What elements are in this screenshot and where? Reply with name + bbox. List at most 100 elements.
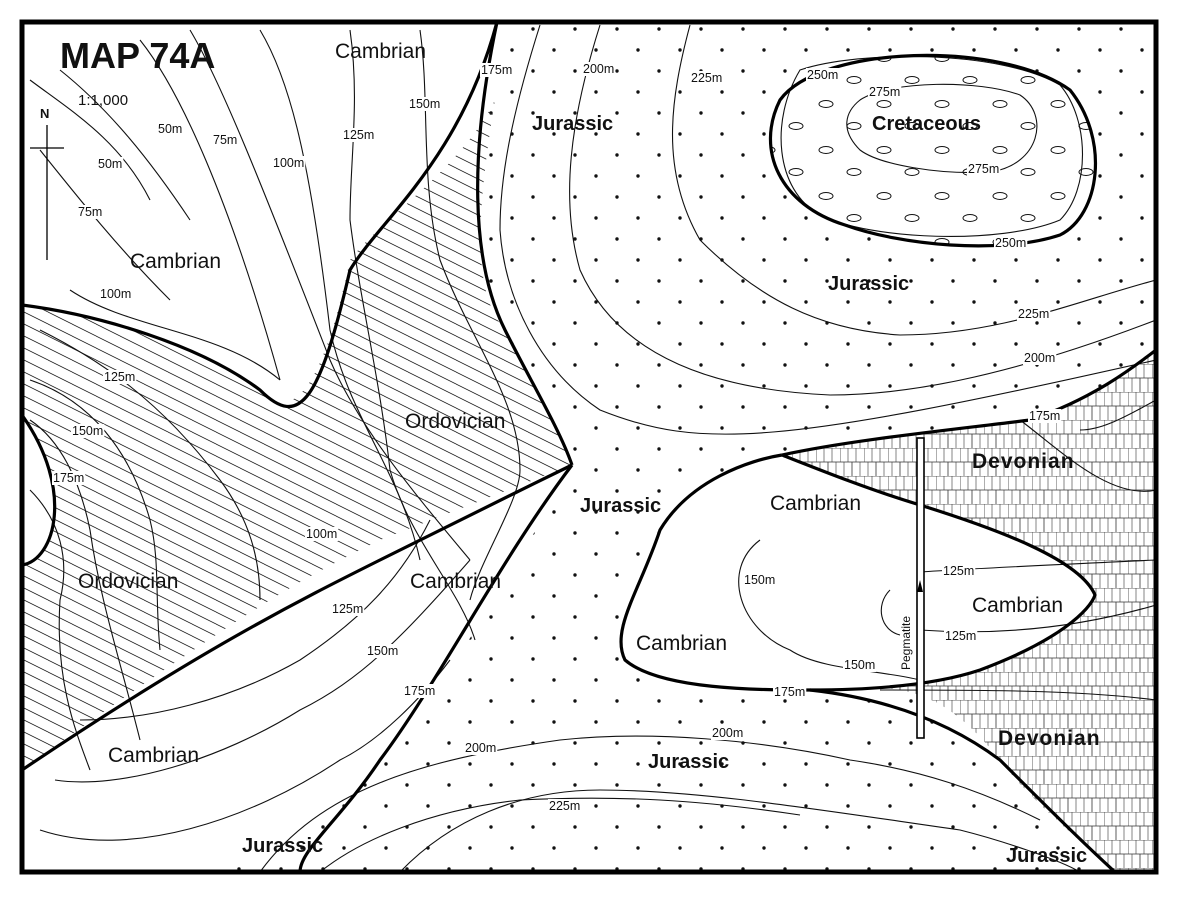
unit-label: Jurassic bbox=[242, 835, 323, 857]
contour-label: 250m bbox=[807, 68, 838, 82]
contour-lines bbox=[29, 24, 1156, 872]
contour-label-background bbox=[212, 133, 239, 147]
unit-label: Jurassic bbox=[580, 495, 661, 517]
contour-label: 125m bbox=[104, 370, 135, 384]
contour-label-background bbox=[366, 644, 400, 658]
contour-label: 150m bbox=[72, 424, 103, 438]
contour-label-background bbox=[103, 370, 137, 384]
contour-label-background bbox=[582, 62, 616, 76]
unit-label: Jurassic bbox=[828, 273, 909, 295]
contour-label-background bbox=[403, 684, 437, 698]
map-scale: 1:1,000 bbox=[78, 92, 128, 109]
contour-label: 175m bbox=[774, 685, 805, 699]
contour-label-background bbox=[408, 97, 442, 111]
contour-label-background bbox=[1023, 351, 1057, 365]
contour-label: 75m bbox=[78, 205, 102, 219]
contour-label-background bbox=[272, 156, 306, 170]
unit-label: Cambrian bbox=[410, 570, 501, 593]
contour-label-background bbox=[99, 287, 133, 301]
unit-label: Cambrian bbox=[636, 632, 727, 655]
contour-label: 175m bbox=[53, 471, 84, 485]
unit-label: Ordovician bbox=[405, 410, 505, 433]
contour-label-background bbox=[843, 658, 877, 672]
unit-label: Jurassic bbox=[1006, 845, 1087, 867]
pegmatite-label: Pegmatite bbox=[899, 616, 913, 670]
unit-label: Devonian bbox=[972, 450, 1075, 473]
contour-label-background bbox=[967, 162, 1001, 176]
contour-label: 200m bbox=[465, 741, 496, 755]
contour-label-background bbox=[342, 128, 376, 142]
contour-label-background bbox=[77, 205, 104, 219]
contour-label-background bbox=[994, 236, 1028, 250]
cambrian-left-core bbox=[22, 415, 55, 565]
unit-label: Jurassic bbox=[648, 751, 729, 773]
contour-label: 200m bbox=[712, 726, 743, 740]
contour-label-background bbox=[942, 564, 976, 578]
cretaceous-pebbles bbox=[770, 55, 1096, 246]
contour-label: 100m bbox=[100, 287, 131, 301]
contour-label-background bbox=[548, 799, 582, 813]
contour-label: 150m bbox=[744, 573, 775, 587]
contour-label: 225m bbox=[691, 71, 722, 85]
map-title: MAP 74A bbox=[60, 35, 215, 76]
contour-label-background bbox=[71, 424, 105, 438]
contour-label-background bbox=[1028, 409, 1062, 423]
north-arrow bbox=[30, 125, 64, 260]
unit-label: Cambrian bbox=[770, 492, 861, 515]
contour-label-background bbox=[464, 741, 498, 755]
contour-label-background bbox=[711, 726, 745, 740]
geological-boundaries bbox=[22, 22, 1156, 872]
contour-label-background bbox=[1017, 307, 1051, 321]
contour-label-background bbox=[944, 629, 978, 643]
contour-label: 250m bbox=[995, 236, 1026, 250]
unit-label: Cambrian bbox=[108, 744, 199, 767]
contour-label: 50m bbox=[158, 122, 182, 136]
north-arrow-label: N bbox=[40, 106, 49, 121]
unit-label: Cambrian bbox=[130, 250, 221, 273]
contour-label: 150m bbox=[844, 658, 875, 672]
contour-label: 150m bbox=[409, 97, 440, 111]
contour-label: 175m bbox=[404, 684, 435, 698]
contour-label: 175m bbox=[1029, 409, 1060, 423]
ordovician-area bbox=[22, 100, 572, 770]
unit-label: Cambrian bbox=[335, 40, 426, 63]
contour-label-background bbox=[331, 602, 365, 616]
map-frame bbox=[19, 19, 1159, 875]
contour-label-background bbox=[806, 68, 840, 82]
contour-label: 275m bbox=[968, 162, 999, 176]
contour-label-background bbox=[773, 685, 807, 699]
contour-label: 75m bbox=[213, 133, 237, 147]
contour-label-background bbox=[157, 122, 184, 136]
contour-label-background bbox=[868, 85, 902, 99]
unit-label: Jurassic bbox=[532, 113, 613, 135]
contour-label: 175m bbox=[481, 63, 512, 77]
contour-label: 275m bbox=[869, 85, 900, 99]
cambrian-lower-left-area bbox=[22, 465, 572, 872]
unit-label: Cambrian bbox=[972, 594, 1063, 617]
devonian-area bbox=[782, 350, 1156, 872]
contour-label-background bbox=[480, 63, 514, 77]
pegmatite-dyke bbox=[916, 437, 925, 739]
contour-label: 225m bbox=[549, 799, 580, 813]
contour-label-background bbox=[743, 573, 777, 587]
unit-label: Devonian bbox=[998, 727, 1101, 750]
unit-label: Cretaceous bbox=[872, 113, 981, 135]
contour-label: 100m bbox=[306, 527, 337, 541]
contour-label: 125m bbox=[945, 629, 976, 643]
unit-labels: Cambrian Cambrian Ordovician Ordovician … bbox=[78, 40, 1101, 867]
contour-label: 50m bbox=[98, 157, 122, 171]
contour-label: 150m bbox=[367, 644, 398, 658]
contour-label-background bbox=[52, 471, 86, 485]
contour-label: 125m bbox=[943, 564, 974, 578]
contour-label-background bbox=[690, 71, 724, 85]
unit-label: Ordovician bbox=[78, 570, 178, 593]
contour-label-background bbox=[305, 527, 339, 541]
contour-label: 125m bbox=[332, 602, 363, 616]
contour-label: 125m bbox=[343, 128, 374, 142]
contour-label: 100m bbox=[273, 156, 304, 170]
contour-labels: 50m 50m 75m 75m 100m 100m 100m 125m 125m… bbox=[52, 62, 1062, 813]
contour-label: 200m bbox=[1024, 351, 1055, 365]
contour-label: 200m bbox=[583, 62, 614, 76]
